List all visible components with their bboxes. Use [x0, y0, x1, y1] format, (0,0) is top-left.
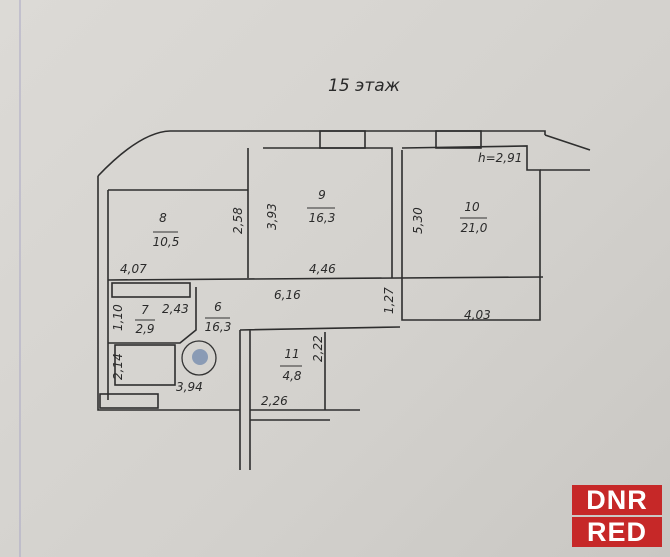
- window: [435, 130, 482, 149]
- room-area: 4,8: [282, 369, 301, 383]
- room-number: 6: [214, 300, 222, 314]
- dimension: 2,22: [311, 335, 325, 362]
- window: [319, 130, 366, 149]
- room-area: 16,3: [205, 320, 232, 334]
- dimension-labels: 2,58 3,93 5,30 4,07 4,46 6,16 1,27 4,03 …: [111, 203, 491, 408]
- room-number: 11: [284, 347, 299, 361]
- blue-mark: [192, 349, 208, 365]
- room-number: 7: [141, 303, 149, 317]
- watermark-line: RED: [572, 517, 662, 547]
- dimension: 3,93: [265, 203, 279, 230]
- dimension: 1,27: [382, 287, 396, 314]
- room-labels: 8 10,5 9 16,3 10 21,0 7 2,9 6 16,3 11 4,…: [135, 188, 488, 383]
- dimension: 2,26: [261, 394, 288, 408]
- floor-title: 15 этаж: [328, 76, 401, 96]
- vent-grille: [111, 282, 191, 298]
- room-number: 10: [464, 200, 480, 214]
- vent-grille: [99, 393, 159, 409]
- watermark-line: DNR: [572, 485, 662, 515]
- ceiling-height: h=2,91: [478, 151, 522, 165]
- dimension: 2,43: [162, 302, 189, 316]
- room-area: 21,0: [461, 221, 488, 235]
- dimension: 3,94: [176, 380, 203, 394]
- room-number: 9: [318, 188, 326, 202]
- dimension: 2,14: [111, 353, 125, 380]
- walls: [97, 130, 591, 470]
- watermark-logo: DNR RED: [572, 483, 662, 549]
- room-area: 10,5: [153, 235, 180, 249]
- round-fixture: [181, 340, 217, 376]
- dimension: 1,10: [111, 304, 125, 331]
- dimension: 5,30: [411, 207, 425, 234]
- dimension: 4,03: [464, 308, 491, 322]
- dimension: 2,58: [231, 207, 245, 234]
- room-number: 8: [159, 211, 167, 225]
- room-area: 2,9: [135, 322, 154, 336]
- stairs: [114, 344, 176, 386]
- dimension: 6,16: [274, 288, 301, 302]
- dimension: 4,46: [309, 262, 336, 276]
- dimension: 4,07: [120, 262, 147, 276]
- room-area: 16,3: [309, 211, 336, 225]
